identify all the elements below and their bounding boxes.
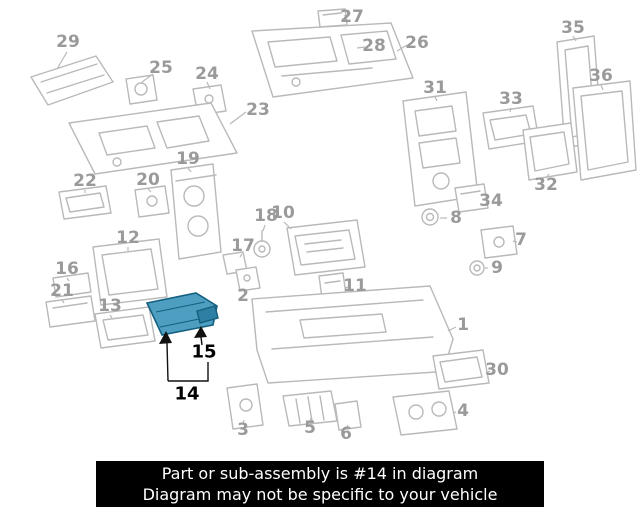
part-15-shape — [196, 305, 219, 324]
callout-5: 5 — [304, 418, 316, 438]
callout-25: 25 — [149, 58, 173, 78]
callout-35: 35 — [561, 18, 585, 38]
part-3 — [226, 383, 264, 430]
info-banner: Part or sub-assembly is #14 in diagram D… — [96, 461, 544, 507]
callout-pointer-lines — [159, 326, 209, 382]
callout-11: 11 — [343, 276, 367, 296]
part-22 — [58, 185, 112, 220]
callout-10: 10 — [271, 203, 295, 223]
callout-30: 30 — [485, 360, 509, 380]
line-art — [30, 8, 637, 436]
callout-31: 31 — [423, 78, 447, 98]
part-16 — [52, 272, 92, 298]
callout-22: 22 — [73, 171, 97, 191]
callout-6: 6 — [340, 424, 352, 444]
callout-27: 27 — [340, 7, 364, 27]
callout-20: 20 — [136, 170, 160, 190]
part-29 — [30, 55, 114, 106]
part-9 — [469, 260, 485, 276]
part-4 — [392, 390, 458, 436]
callout-32: 32 — [534, 175, 558, 195]
callout-21: 21 — [50, 281, 74, 301]
callout-26: 26 — [405, 33, 429, 53]
part-1 — [251, 285, 454, 384]
part-26 — [251, 22, 414, 98]
callout-18: 18 — [254, 206, 278, 226]
part-7 — [480, 225, 518, 259]
callout-24: 24 — [195, 64, 219, 84]
part-2 — [235, 266, 261, 292]
callout-17: 17 — [231, 236, 255, 256]
callout-23: 23 — [246, 100, 270, 120]
part-32 — [522, 122, 578, 181]
banner-line-1: Part or sub-assembly is #14 in diagram — [161, 464, 479, 483]
callout-29: 29 — [56, 32, 80, 52]
callout-34: 34 — [479, 191, 503, 211]
callout-12: 12 — [116, 228, 140, 248]
part-13 — [94, 306, 156, 349]
callout-4: 4 — [457, 401, 469, 421]
callout-2: 2 — [237, 286, 249, 306]
callout-1: 1 — [457, 315, 469, 335]
part-19 — [170, 163, 222, 260]
part-8 — [421, 208, 439, 226]
part-18 — [253, 230, 271, 258]
callout-7: 7 — [515, 230, 527, 250]
callout-3: 3 — [237, 420, 249, 440]
part-34 — [454, 183, 489, 213]
callout-33: 33 — [499, 89, 523, 109]
callout-28: 28 — [362, 36, 386, 56]
part-20 — [134, 185, 170, 218]
part-23 — [68, 102, 238, 175]
callout-13: 13 — [98, 296, 122, 316]
part-6 — [334, 400, 362, 431]
part-10 — [286, 219, 366, 276]
callout-19: 19 — [176, 149, 200, 169]
part-31 — [402, 91, 479, 207]
part-25 — [125, 74, 158, 105]
highlighted-part-14 — [145, 292, 219, 336]
part-12 — [92, 238, 168, 306]
part-11 — [318, 272, 347, 299]
callout-36: 36 — [589, 66, 613, 86]
callout-15-highlighted: 15 — [191, 341, 217, 363]
callout-9: 9 — [491, 258, 503, 278]
part-36 — [572, 80, 637, 181]
callout-16: 16 — [55, 259, 79, 279]
part-30 — [432, 349, 490, 390]
callout-14-highlighted: 14 — [174, 383, 200, 405]
part-21 — [45, 295, 96, 328]
banner-line-2: Diagram may not be specific to your vehi… — [142, 485, 498, 504]
leader-lines — [56, 14, 604, 430]
callout-8: 8 — [450, 208, 462, 228]
